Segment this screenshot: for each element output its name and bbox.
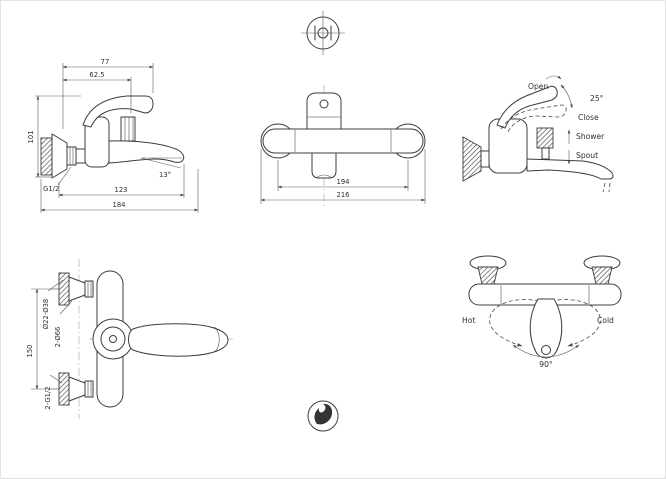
lever-top — [128, 323, 229, 357]
open-label: Open — [528, 82, 548, 91]
pipe-diameter-label: Ø22-Ø38 — [42, 299, 50, 329]
spout-front — [311, 152, 337, 179]
mixer-body — [488, 118, 528, 174]
front-view: 194 216 — [260, 85, 426, 207]
upper-flange — [58, 272, 70, 306]
open-angle-label: 25° — [590, 94, 604, 103]
diverter-knob — [536, 127, 554, 149]
logo-glyph — [314, 403, 333, 425]
mixing-view: Hot Cold 90° — [462, 255, 622, 369]
diverter-button — [319, 99, 329, 109]
dim-123-label: 123 — [115, 186, 128, 194]
dim-77-label: 77 — [101, 58, 110, 66]
top-view-symbol — [301, 11, 345, 55]
dim-62-5-label: 62.5 — [89, 71, 104, 79]
handle-open-position — [496, 85, 558, 129]
spout-label: Spout — [576, 151, 598, 160]
body-bar — [262, 128, 424, 154]
wall-escutcheon — [462, 136, 482, 182]
wall-section — [40, 137, 53, 176]
spout-angle-label: 13° — [159, 171, 171, 179]
thread-2g12-label: 2-G1/2 — [44, 386, 52, 409]
spout-side — [526, 158, 614, 180]
spout — [108, 140, 185, 164]
shower-label: Shower — [576, 132, 605, 141]
dim-184-label: 184 — [113, 201, 126, 209]
logo-circle — [307, 400, 339, 432]
escutcheon-cone — [51, 133, 68, 179]
swing-right — [550, 299, 601, 347]
logo-symbol — [307, 400, 339, 432]
close-label: Close — [578, 113, 599, 122]
dim-150-label: 150 — [26, 345, 34, 358]
dim-101-label: 101 — [27, 131, 35, 144]
escutcheon-dim-label: 2-Ø66 — [54, 327, 62, 348]
lower-flange — [58, 372, 70, 406]
swing-left — [489, 299, 540, 347]
swing-angle-label: 90° — [539, 360, 553, 369]
handle-front — [306, 92, 342, 130]
hot-label: Hot — [462, 316, 475, 325]
handle-mixing — [529, 298, 563, 359]
cartridge-dome — [92, 318, 134, 360]
thread-label: G1/2 — [43, 185, 59, 193]
cold-label: Cold — [597, 316, 614, 325]
union-nut — [66, 146, 77, 166]
dim-216-label: 216 — [337, 191, 350, 199]
plan-view: 150 Ø22-Ø38 2-Ø66 2-G1/2 — [26, 259, 233, 419]
side-view: 77 62.5 101 G1/2 13° 123 184 — [27, 58, 199, 213]
handle-lever — [82, 95, 154, 128]
handle-closed-position — [500, 104, 567, 133]
dim-194-label: 194 — [337, 178, 350, 186]
operation-view: Open 25° Close Shower Spout — [462, 75, 614, 193]
